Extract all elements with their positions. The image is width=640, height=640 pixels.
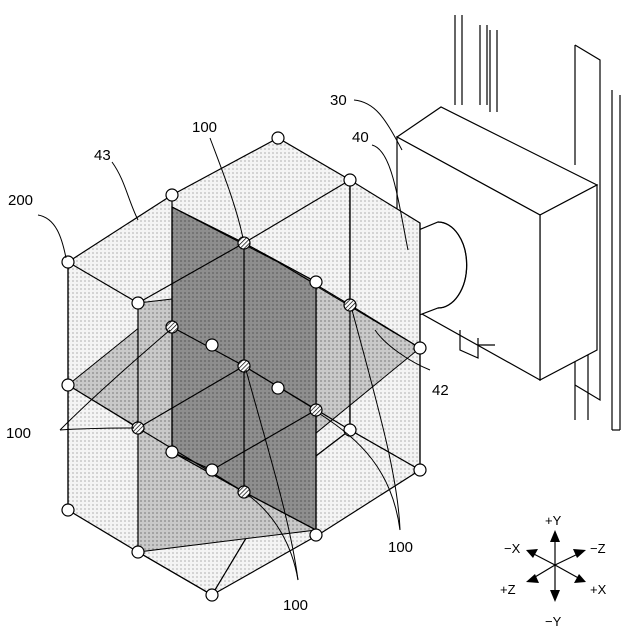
label-100-left: 100	[6, 425, 31, 442]
label-40: 40	[352, 129, 369, 146]
node	[414, 342, 426, 354]
label-43: 43	[94, 147, 111, 164]
sensor-node	[238, 237, 250, 249]
axis-pos-y: +Y	[545, 513, 562, 528]
node	[272, 382, 284, 394]
node	[132, 297, 144, 309]
node	[132, 546, 144, 558]
sensor-node	[238, 486, 250, 498]
sensor-node	[238, 360, 250, 372]
axis-pos-x: +X	[590, 582, 607, 597]
axis-compass: +Y −Y −X −Z +Z +X	[500, 513, 607, 629]
node	[62, 379, 74, 391]
node	[310, 529, 322, 541]
axis-neg-x: −X	[504, 541, 521, 556]
node	[206, 589, 218, 601]
node	[206, 464, 218, 476]
label-200: 200	[8, 192, 33, 209]
sensor-node	[344, 299, 356, 311]
node	[62, 504, 74, 516]
label-100-top: 100	[192, 119, 217, 136]
axis-pos-z: +Z	[500, 582, 516, 597]
node	[272, 132, 284, 144]
node	[62, 256, 74, 268]
label-30: 30	[330, 92, 347, 109]
node	[344, 424, 356, 436]
node	[310, 276, 322, 288]
node	[344, 174, 356, 186]
axis-neg-y: −Y	[545, 614, 562, 629]
label-42: 42	[432, 382, 449, 399]
label-100-bottom: 100	[283, 597, 308, 614]
node	[414, 464, 426, 476]
node	[166, 446, 178, 458]
sensor-node	[166, 321, 178, 333]
label-100-bottom-right: 100	[388, 539, 413, 556]
axis-neg-z: −Z	[590, 541, 606, 556]
node	[206, 339, 218, 351]
node	[166, 189, 178, 201]
